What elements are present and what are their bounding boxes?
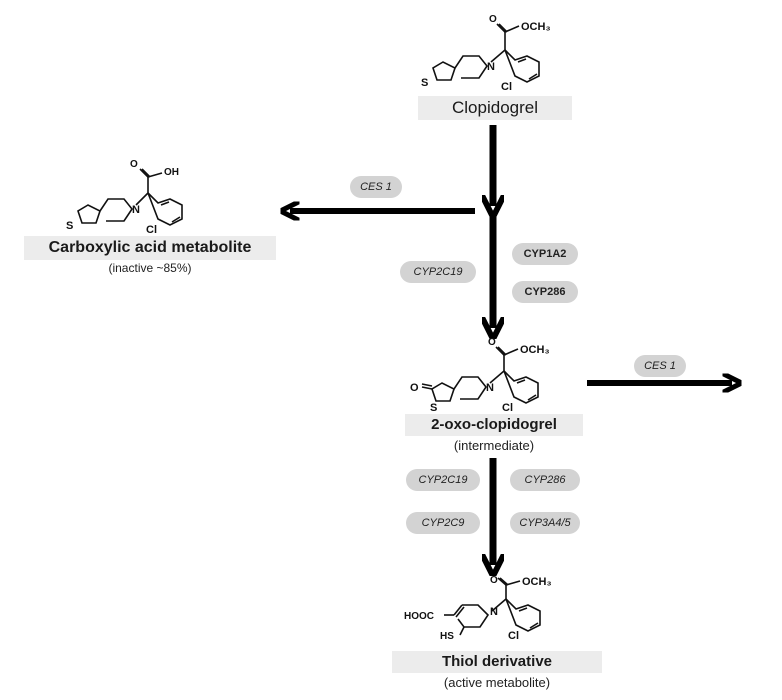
carboxylic-acid-structure: O OH N S Cl — [66, 159, 183, 235]
enzyme-cyp1a2: CYP1A2 — [512, 243, 578, 265]
carboxylic-acid-label: Carboxylic acid metabolite — [24, 236, 276, 260]
atom-s-label: S — [66, 220, 73, 232]
atom-hooc-label: HOOC — [404, 611, 434, 622]
thiol-derivative-structure: O OCH₃ HOOC N HS Cl — [404, 575, 552, 642]
atom-o-label: O — [490, 575, 498, 586]
enzyme-cyp2b6-step1: CYP286 — [512, 281, 578, 303]
atom-hs-label: HS — [440, 631, 454, 642]
carboxylic-acid-note: (inactive ~85%) — [108, 261, 192, 275]
clopidogrel-structure: O OCH₃ N S Cl — [421, 14, 551, 93]
atom-cl-label: Cl — [502, 402, 513, 414]
atom-och3-label: OCH₃ — [521, 21, 551, 33]
atom-n-label: N — [486, 382, 494, 394]
atom-oh-label: OH — [164, 167, 179, 178]
atom-n-label: N — [487, 61, 495, 73]
atom-s-label: S — [430, 402, 437, 414]
oxo-clopidogrel-label: 2-oxo-clopidogrel — [405, 414, 583, 436]
atom-o-label: O — [488, 337, 496, 348]
atom-och3-label: OCH₃ — [522, 576, 552, 588]
atom-o-label: O — [489, 14, 497, 25]
atom-n-label: N — [132, 204, 140, 216]
atom-cl-label: Cl — [501, 81, 512, 93]
enzyme-cyp2c19-step2: CYP2C19 — [406, 469, 480, 491]
enzyme-cyp2c9: CYP2C9 — [406, 512, 480, 534]
clopidogrel-label: Clopidogrel — [418, 96, 572, 120]
atom-n-label: N — [490, 606, 498, 618]
thiol-derivative-label: Thiol derivative — [392, 651, 602, 673]
thiol-derivative-note: (active metabolite) — [443, 675, 551, 690]
enzyme-cyp2c19-step1: CYP2C19 — [400, 261, 476, 283]
enzyme-cyp2b6-step2: CYP286 — [510, 469, 580, 491]
oxo-clopidogrel-note: (intermediate) — [453, 438, 535, 453]
oxo-clopidogrel-structure: O O OCH₃ N S Cl — [410, 337, 550, 414]
atom-och3-label: OCH₃ — [520, 344, 550, 356]
atom-cl-label: Cl — [146, 224, 157, 235]
enzyme-ces1-right: CES 1 — [634, 355, 686, 377]
enzyme-cyp3a4: CYP3A4/5 — [510, 512, 580, 534]
atom-s-label: S — [421, 77, 428, 89]
atom-o-label: O — [130, 159, 138, 170]
enzyme-ces1-left: CES 1 — [350, 176, 402, 198]
atom-cl-label: Cl — [508, 630, 519, 642]
atom-o-label: O — [410, 382, 419, 394]
